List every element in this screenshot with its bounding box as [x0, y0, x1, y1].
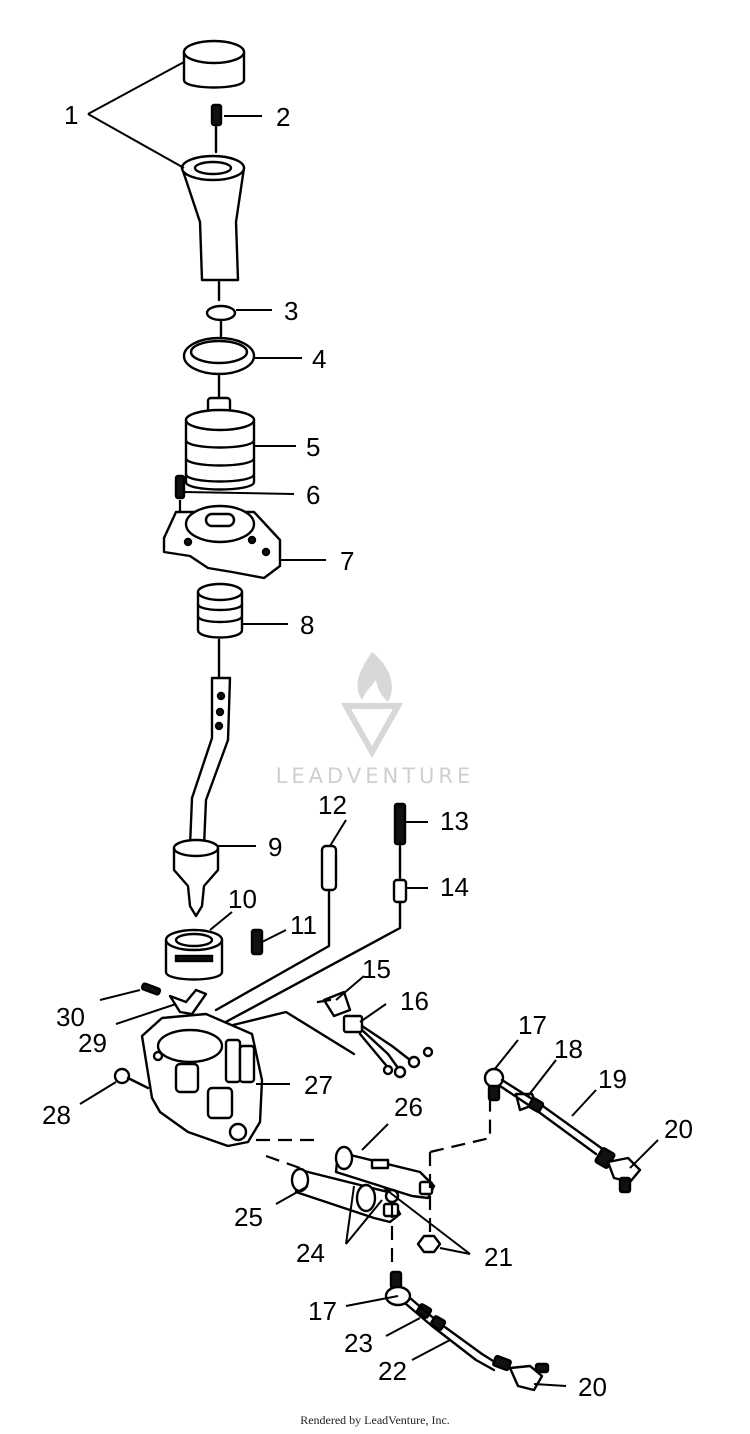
callout-21: 21 [484, 1242, 513, 1272]
callout-8: 8 [300, 610, 314, 640]
callout-23: 23 [344, 1328, 373, 1358]
callout-19: 19 [598, 1064, 627, 1094]
shift-lever [172, 676, 232, 918]
stud [393, 802, 407, 880]
wire-harness [342, 1014, 434, 1079]
callout-4: 4 [312, 344, 326, 374]
callout-13: 13 [440, 806, 469, 836]
spacer [392, 878, 408, 904]
callout-1: 1 [64, 100, 78, 130]
lever-socket [164, 928, 224, 981]
knob-screw [210, 103, 223, 154]
callout-29: 29 [78, 1028, 107, 1058]
shift-rod [498, 1078, 606, 1156]
callout-18: 18 [554, 1034, 583, 1064]
shifter-housing [140, 1012, 264, 1148]
shaft-assembly [334, 1145, 436, 1200]
callout-7: 7 [340, 546, 354, 576]
callout-17: 17 [518, 1010, 547, 1040]
set-screw [250, 928, 264, 956]
callout-11: 11 [290, 910, 317, 940]
callout-30: 30 [56, 1002, 85, 1032]
cable [404, 1296, 500, 1372]
roll-pin [140, 982, 162, 996]
knob-cap [182, 39, 246, 89]
leader-lines [79, 61, 659, 1387]
callout-17-lower: 17 [308, 1296, 337, 1326]
callout-9: 9 [268, 832, 282, 862]
detent-arm [168, 988, 208, 1016]
callout-3: 3 [284, 296, 298, 326]
callout-22: 22 [378, 1356, 407, 1386]
callout-12: 12 [318, 790, 347, 820]
callout-20-lower: 20 [578, 1372, 607, 1402]
shift-knob [180, 154, 246, 302]
pin [320, 844, 338, 892]
lower-boot [196, 582, 244, 639]
rod-end [492, 1354, 550, 1392]
credit-text: Rendered by LeadVenture, Inc. [300, 1413, 450, 1427]
callout-24: 24 [296, 1238, 325, 1268]
callout-25: 25 [234, 1202, 263, 1232]
shift-boot [184, 396, 256, 491]
callout-20: 20 [664, 1114, 693, 1144]
ball-joint [483, 1067, 505, 1102]
callout-14: 14 [440, 872, 469, 902]
watermark: LEADVENTURE [276, 652, 475, 788]
callout-10: 10 [228, 884, 257, 914]
bolt [113, 1067, 150, 1090]
callout-16: 16 [400, 986, 429, 1016]
nut [384, 1188, 442, 1254]
callout-28: 28 [42, 1100, 71, 1130]
switch [316, 990, 352, 1018]
callout-26: 26 [394, 1092, 423, 1122]
callout-2: 2 [276, 102, 290, 132]
watermark-text: LEADVENTURE [276, 764, 475, 788]
callout-15: 15 [362, 954, 391, 984]
gasket-ring [182, 336, 256, 376]
callout-27: 27 [304, 1070, 333, 1100]
ball-joint [384, 1270, 412, 1307]
callout-6: 6 [306, 480, 320, 510]
callout-5: 5 [306, 432, 320, 462]
boot-plate [162, 504, 282, 580]
rod-end [594, 1147, 642, 1194]
o-ring [205, 304, 237, 322]
callout-labels: 1 2 3 4 5 6 7 8 9 10 11 12 13 14 15 16 1… [42, 100, 693, 1402]
flame-v-logo-icon [340, 652, 404, 759]
